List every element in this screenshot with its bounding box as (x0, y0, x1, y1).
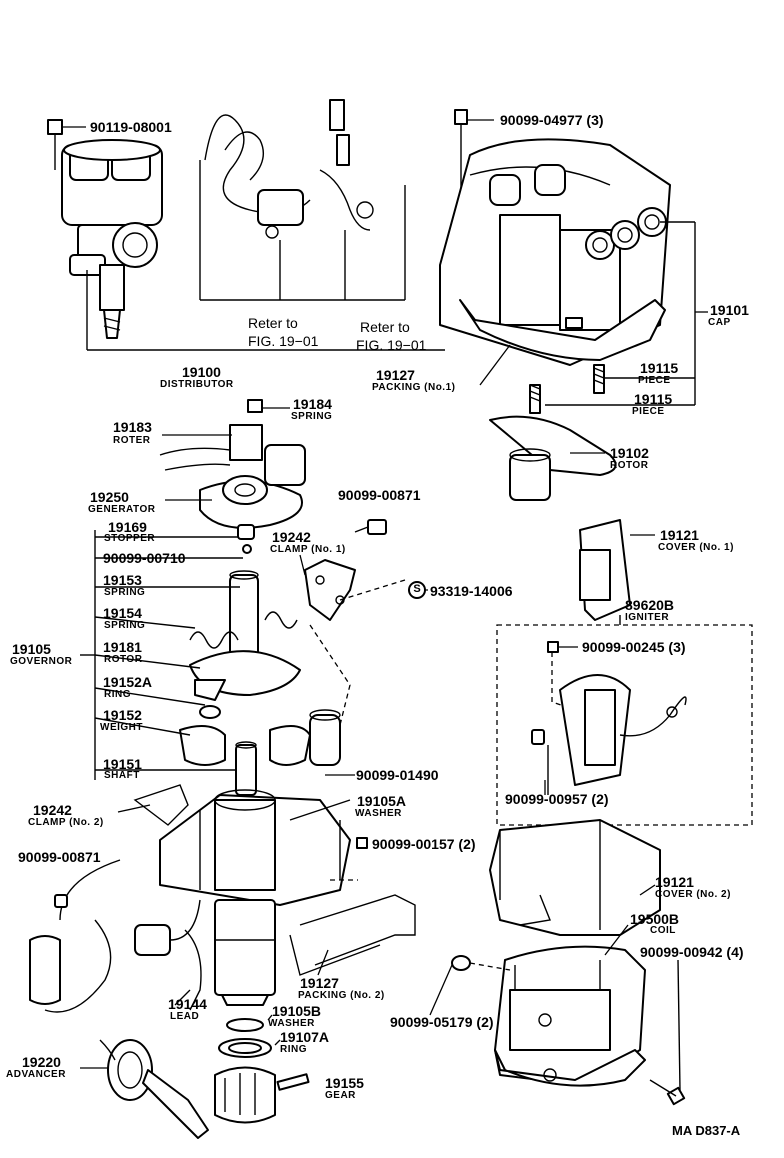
label-19102: 19102 (610, 445, 649, 461)
caption-governor: GOVERNOR (10, 656, 73, 667)
caption-packing-no1: PACKING (No.1) (372, 382, 456, 393)
label-90099-00245: 90099-00245 (3) (582, 639, 686, 655)
label-19250: 19250 (90, 489, 129, 505)
label-19105b: 19105B (272, 1003, 322, 1019)
label-19153: 19153 (103, 572, 142, 588)
caption-advancer: ADVANCER (6, 1069, 66, 1080)
cover-no1 (579, 519, 655, 621)
label-19144: 19144 (168, 996, 207, 1012)
caption-shaft: SHAFT (104, 770, 140, 781)
label-19107a: 19107A (280, 1029, 330, 1045)
label-19183: 19183 (113, 419, 152, 435)
label-90099-00957: 90099-00957 (2) (505, 791, 609, 807)
label-19101: 19101 (710, 302, 749, 318)
caption-cap: CAP (708, 317, 731, 328)
caption-ring-19107a: RING (280, 1044, 307, 1055)
caption-cover-no1: COVER (No. 1) (658, 542, 734, 553)
caption-weight: WEIGHT (100, 722, 143, 733)
label-refer-2b: FIG. 19−01 (356, 337, 427, 353)
figure-code: MA D837-A (672, 1123, 741, 1138)
label-90099-00157: 90099-00157 (2) (372, 836, 476, 852)
label-19500b: 19500B (630, 911, 680, 927)
distributor-assembly (47, 119, 163, 339)
label-19181: 19181 (103, 639, 142, 655)
governor-assembly (159, 399, 311, 796)
caption-packing-no2: PACKING (No. 2) (298, 990, 385, 1001)
caption-distributor: DISTRIBUTOR (160, 379, 234, 390)
label-90099-04977: 90099-04977 (3) (500, 112, 604, 128)
s-mark (408, 581, 426, 599)
label-19155: 19155 (325, 1075, 364, 1091)
packing-no2 (289, 894, 416, 976)
advancer (80, 1039, 209, 1139)
caption-washer-19105b: WASHER (268, 1018, 315, 1029)
cap-assembly (439, 109, 708, 414)
rotor-19102 (489, 415, 617, 501)
label-90099-01490: 90099-01490 (356, 767, 439, 783)
housing (29, 709, 368, 1013)
igniter-box (496, 615, 753, 826)
cover-no2 (489, 819, 661, 936)
caption-roter: ROTER (113, 435, 151, 446)
label-refer-1a: Reter to (248, 315, 298, 331)
label-19184: 19184 (293, 396, 332, 412)
caption-cover-no2: COVER (No. 2) (655, 889, 731, 900)
label-19115-b: 19115 (634, 391, 673, 407)
clamp-no1 (299, 519, 406, 726)
caption-rotor-19102: ROTOR (610, 460, 649, 471)
label-19152a: 19152A (103, 674, 153, 690)
lower-parts (214, 1014, 310, 1124)
label-19242-no1: 19242 (272, 529, 311, 545)
caption-ring-19152a: RING (104, 689, 131, 700)
caption-washer-19105a: WASHER (355, 808, 402, 819)
label-19152: 19152 (103, 707, 142, 723)
label-90119-08001: 90119-08001 (90, 119, 172, 135)
label-89620b: 89620B (625, 597, 675, 613)
label-19100: 19100 (182, 364, 221, 380)
caption-rotor-19181: ROTOR (104, 654, 143, 665)
caption-coil: COIL (650, 925, 676, 936)
label-19127-no2: 19127 (300, 975, 339, 991)
s-mark-letter: S (413, 583, 421, 595)
label-93319-14006: 93319-14006 (430, 583, 513, 599)
label-19154: 19154 (103, 605, 142, 621)
label-refer-1b: FIG. 19−01 (248, 333, 319, 349)
label-90099-00871-b: 90099-00871 (18, 849, 101, 865)
label-90099-05179: 90099-05179 (2) (390, 1014, 494, 1030)
caption-igniter: IGNITER (625, 612, 670, 623)
caption-spring-19154: SPRING (104, 620, 146, 631)
label-refer-2a: Reter to (360, 319, 410, 335)
caption-clamp-no1: CLAMP (No. 1) (270, 544, 346, 555)
leader-lines (117, 589, 546, 1006)
label-19105a: 19105A (357, 793, 407, 809)
governor-bracket (80, 407, 290, 780)
caption-spring-19184: SPRING (291, 411, 333, 422)
label-19115-a: 19115 (640, 360, 679, 376)
caption-gear: GEAR (325, 1090, 356, 1101)
caption-lead: LEAD (170, 1011, 200, 1022)
caption-piece-a: PIECE (638, 375, 671, 386)
caption-stopper: STOPPER (104, 533, 156, 544)
label-19220: 19220 (22, 1054, 61, 1070)
label-19127-no1: 19127 (376, 367, 415, 383)
label-19169: 19169 (108, 519, 147, 535)
label-19105: 19105 (12, 641, 51, 657)
label-19121-no1: 19121 (660, 527, 699, 543)
caption-clamp-no2: CLAMP (No. 2) (28, 817, 104, 828)
label-90099-00942: 90099-00942 (4) (640, 944, 744, 960)
caption-spring-19153: SPRING (104, 587, 146, 598)
label-19242-no2: 19242 (33, 802, 72, 818)
coil (429, 924, 686, 1106)
label-19151: 19151 (103, 756, 142, 772)
label-19121-no2: 19121 (655, 874, 694, 890)
reference-bracket (86, 99, 445, 351)
label-90099-00871-a: 90099-00871 (338, 487, 421, 503)
caption-generator: GENERATOR (88, 504, 156, 515)
label-90099-00710: 90099-00710 (103, 550, 186, 566)
caption-piece-b: PIECE (632, 406, 665, 417)
